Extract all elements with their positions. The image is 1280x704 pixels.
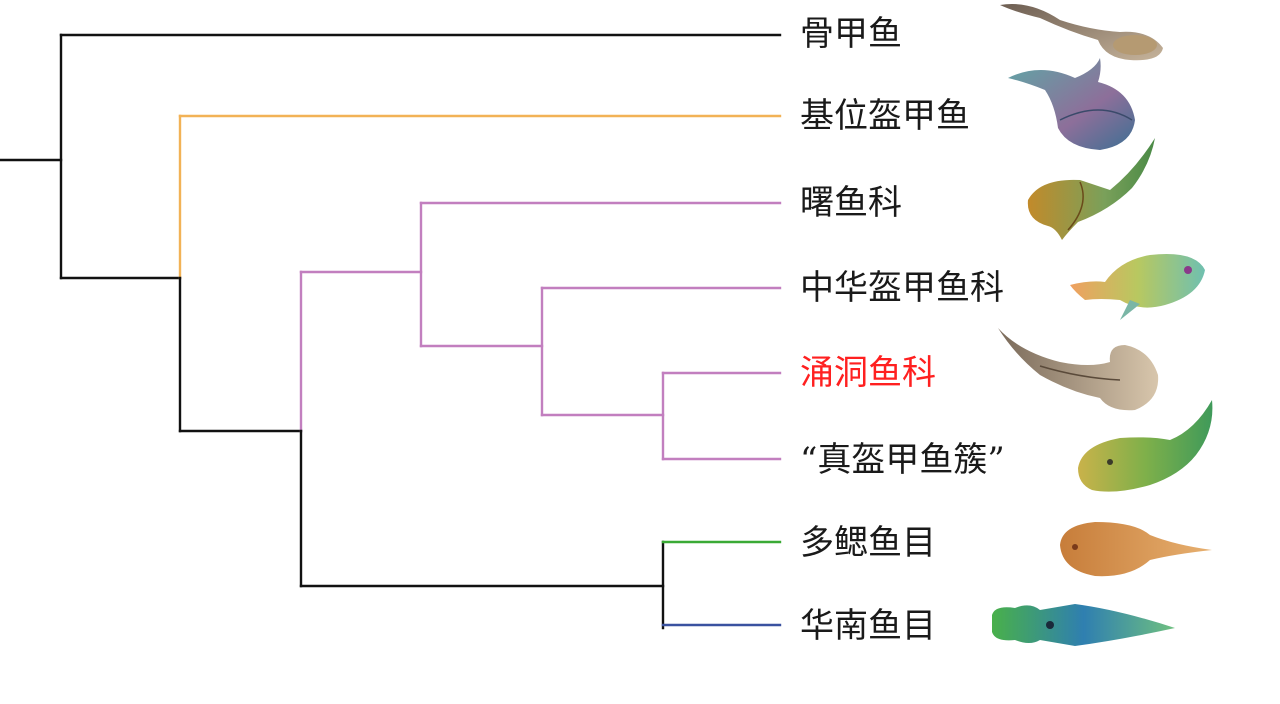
- osteostracan-fish-icon: [1000, 4, 1163, 61]
- taxon-label-basal-galeaspid: 基位盔甲鱼: [800, 96, 970, 136]
- taxon-label-polybranchiaspiformes: 多鳃鱼目: [800, 523, 936, 563]
- taxon-label-sinogaleaspidae: 中华盔甲鱼科: [800, 268, 1004, 308]
- sinogaleaspid-fish-icon: [1070, 254, 1205, 320]
- polybranchiaspid-fish-icon: [1060, 522, 1212, 577]
- yongdongaspid-fish-icon: [998, 328, 1159, 411]
- huananaspid-fish-icon: [992, 604, 1175, 646]
- taxon-label-eugaleaspidae: 曙鱼科: [800, 183, 902, 223]
- taxon-label-huananaspiformes: 华南鱼目: [800, 606, 936, 646]
- taxon-label-osteostraci: 骨甲鱼: [800, 14, 902, 54]
- eugaleaspiform-fish-icon: [1078, 400, 1213, 492]
- eugaleaspid-fish-icon: [1027, 138, 1155, 240]
- taxon-label-eugaleaspiformes: “真盔甲鱼簇”: [800, 440, 1005, 480]
- basal-galeaspid-fish-icon: [1008, 58, 1135, 150]
- taxon-label-yongdongaspidae: 涌洞鱼科: [800, 353, 936, 393]
